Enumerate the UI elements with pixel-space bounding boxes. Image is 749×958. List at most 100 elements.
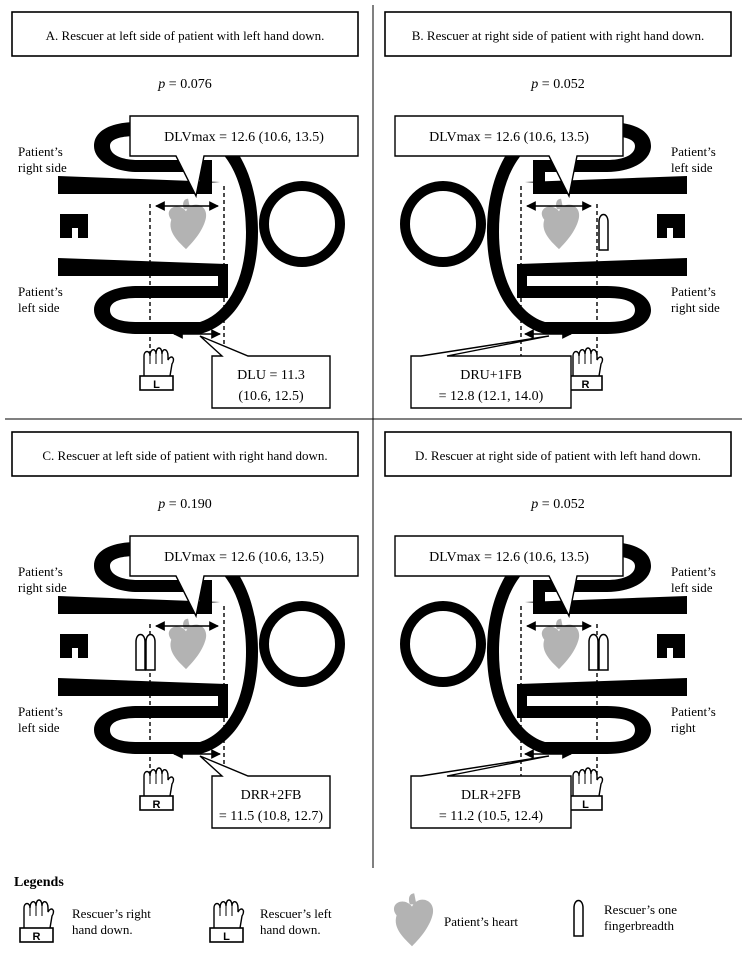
- upper-side-label: left side: [671, 160, 713, 175]
- dlvmax-callout: [394, 535, 624, 619]
- panel-title-box: [384, 431, 732, 477]
- p-number: = 0.076: [165, 77, 211, 92]
- lower-arm-wedge: [519, 258, 687, 276]
- hand-letter: L: [223, 931, 230, 943]
- u-marker: [657, 214, 685, 238]
- dlvmax-callout: [394, 115, 624, 199]
- fist-outline: [23, 899, 55, 929]
- lower-arm-wedge: [58, 678, 226, 696]
- upper-side-label: Patient’s: [18, 144, 63, 159]
- head: [400, 601, 486, 687]
- panel-a: A. Rescuer at left side of patient with …: [11, 11, 359, 409]
- lower-arm-wedge: [519, 678, 687, 696]
- measurement-value: = 11.5 (10.8, 12.7): [219, 809, 324, 824]
- left-hand-down-icon: L: [209, 899, 245, 943]
- legend-title: Legends: [14, 875, 64, 890]
- heart-body: [168, 624, 207, 670]
- heart-body: [541, 624, 580, 670]
- legend-label: Patient’s heart: [444, 914, 518, 929]
- hand-letter: L: [582, 799, 589, 811]
- measurement-value: = 12.8 (12.1, 14.0): [439, 389, 544, 404]
- lower-arm-wedge: [58, 258, 226, 276]
- fist-outline: [213, 899, 245, 929]
- wrist-band: [139, 795, 174, 811]
- hand-letter: R: [33, 931, 41, 943]
- right-hand-down-icon: R: [568, 347, 604, 391]
- legend-label: hand down.: [260, 922, 321, 937]
- lower-side-label: Patient’s: [18, 284, 63, 299]
- wrist-band: [19, 927, 54, 943]
- measurement-callout: [199, 755, 331, 829]
- right-hand-down-icon: R: [19, 899, 55, 943]
- upper-side-label: Patient’s: [18, 564, 63, 579]
- measurement-value: = 11.2 (10.5, 12.4): [439, 809, 544, 824]
- p-number: = 0.190: [165, 497, 211, 512]
- legend-label: fingerbreadth: [604, 918, 675, 933]
- p-value: p = 0.190: [157, 497, 211, 512]
- dlvmax-label: DLVmax = 12.6 (10.6, 13.5): [429, 550, 589, 565]
- legend-label: Rescuer’s one: [604, 902, 677, 917]
- upper-arm-wedge: [58, 596, 220, 614]
- lower-side-label: Patient’s: [671, 284, 716, 299]
- lower-side-label: Patient’s: [671, 704, 716, 719]
- heart-vessel: [556, 198, 564, 210]
- u-marker: [657, 634, 685, 658]
- patient-body: [400, 542, 687, 754]
- p-value: p = 0.076: [157, 77, 211, 92]
- p-symbol: p: [157, 497, 165, 512]
- p-number: = 0.052: [538, 497, 584, 512]
- wrist-band: [139, 375, 174, 391]
- fingerbreadth-icon: [145, 633, 156, 671]
- patient-body: [400, 122, 687, 334]
- panel-title-box: [384, 11, 732, 57]
- dlvmax-label: DLVmax = 12.6 (10.6, 13.5): [429, 130, 589, 145]
- dlvmax-callout: [129, 535, 359, 619]
- p-symbol: p: [530, 497, 538, 512]
- panel-title: B. Rescuer at right side of patient with…: [412, 28, 704, 43]
- upper-side-label: Patient’s: [671, 564, 716, 579]
- heart-vessel: [408, 893, 417, 905]
- panel-b: B. Rescuer at right side of patient with…: [384, 11, 732, 409]
- p-number: = 0.052: [538, 77, 584, 92]
- legend-label: Rescuer’s left: [260, 906, 332, 921]
- measurement-callout: [199, 335, 331, 409]
- panel-title: A. Rescuer at left side of patient with …: [46, 28, 325, 43]
- upper-arm-wedge: [58, 176, 220, 194]
- lower-side-label: left side: [18, 300, 60, 315]
- torso-outline: [487, 122, 687, 334]
- left-hand-down-icon: L: [139, 347, 175, 391]
- measurement-label: DLR+2FB: [461, 788, 521, 803]
- panel-title-box: [11, 11, 359, 57]
- lower-side-label: left side: [18, 720, 60, 735]
- dlvmax-label: DLVmax = 12.6 (10.6, 13.5): [164, 550, 324, 565]
- head: [259, 601, 345, 687]
- torso-outline: [58, 122, 258, 334]
- p-symbol: p: [530, 77, 538, 92]
- measurement-value: (10.6, 12.5): [238, 389, 304, 404]
- lower-side-label: right side: [671, 300, 720, 315]
- fingerbreadth-icon: [573, 899, 584, 937]
- legend-label: Rescuer’s right: [72, 906, 151, 921]
- measurement-callout: [410, 755, 572, 829]
- heart-body: [168, 204, 207, 250]
- heart-vessel: [183, 618, 191, 630]
- dlvmax-callout: [129, 115, 359, 199]
- patient-body: [58, 122, 345, 334]
- p-symbol: p: [157, 77, 165, 92]
- upper-side-label: Patient’s: [671, 144, 716, 159]
- torso-outline: [487, 542, 687, 754]
- heart-body: [393, 899, 434, 947]
- patient-body: [58, 542, 345, 754]
- head: [259, 181, 345, 267]
- heart-icon: [393, 893, 434, 947]
- u-marker: [60, 214, 88, 238]
- lower-side-label: right: [671, 720, 696, 735]
- heart-body: [541, 204, 580, 250]
- right-hand-down-icon: R: [139, 767, 175, 811]
- wrist-band: [209, 927, 244, 943]
- hand-letter: R: [582, 379, 590, 391]
- p-value: p = 0.052: [530, 77, 584, 92]
- legend-label: hand down.: [72, 922, 133, 937]
